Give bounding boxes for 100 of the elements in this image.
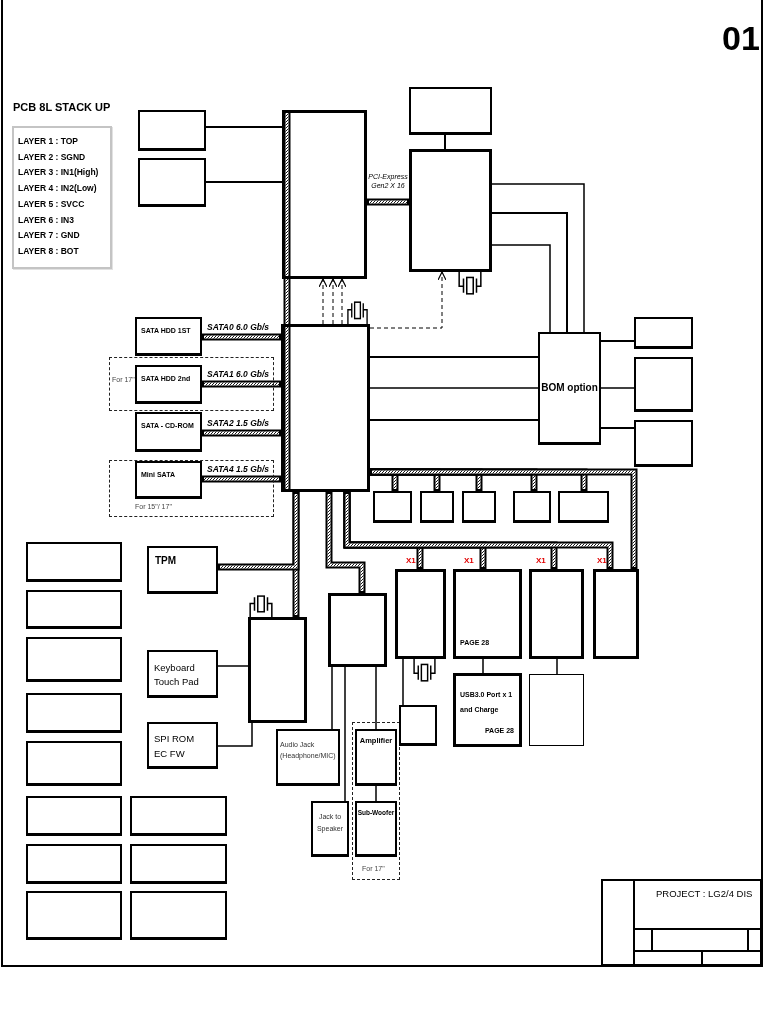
component-block bbox=[276, 729, 340, 786]
connector-line bbox=[491, 212, 568, 333]
component-block bbox=[355, 801, 397, 857]
chip-block bbox=[282, 110, 367, 279]
dashed-arrow bbox=[337, 278, 347, 325]
connector-line bbox=[444, 134, 446, 150]
component-block bbox=[355, 729, 397, 786]
connector-line bbox=[600, 387, 635, 389]
edge-label: SATA0 6.0 Gb/s bbox=[207, 322, 270, 333]
page-number: 01 bbox=[722, 18, 760, 58]
project-label: PROJECT : LG2/4 DIS bbox=[656, 888, 753, 900]
layer-label: LAYER 2 : SGND bbox=[18, 150, 87, 164]
component-block bbox=[135, 461, 202, 499]
empty-block bbox=[130, 891, 227, 940]
empty-block bbox=[558, 491, 609, 523]
dashed-arrow bbox=[369, 271, 447, 329]
connector-line bbox=[375, 666, 377, 730]
chip-block bbox=[409, 149, 492, 272]
connector-line bbox=[491, 244, 551, 333]
stackup-panel bbox=[12, 100, 112, 270]
chip-block bbox=[593, 569, 639, 659]
edge-label: SATA4 1.5 Gb/s bbox=[207, 464, 270, 475]
chip-block bbox=[529, 569, 584, 659]
chip-block bbox=[453, 673, 522, 747]
connector-line bbox=[369, 419, 539, 421]
empty-block bbox=[26, 796, 122, 836]
component-block bbox=[311, 801, 349, 857]
connector-line bbox=[600, 427, 635, 429]
empty-block bbox=[513, 491, 551, 523]
component-block bbox=[538, 332, 601, 445]
block-label: BOM option bbox=[540, 382, 599, 394]
quantity-label: X1 bbox=[406, 556, 416, 566]
dashed-arrow bbox=[328, 278, 338, 325]
empty-block bbox=[130, 796, 227, 836]
empty-block bbox=[26, 844, 122, 884]
layer-label: LAYER 5 : SVCC bbox=[18, 197, 86, 211]
connector-line bbox=[344, 666, 346, 802]
component-block bbox=[135, 412, 202, 452]
connector-line bbox=[402, 658, 404, 706]
dashed-arrow bbox=[318, 278, 328, 325]
connector-line bbox=[205, 126, 283, 128]
edge-label: SATA2 1.5 Gb/s bbox=[207, 418, 270, 429]
layer-label: LAYER 3 : IN1(High) bbox=[18, 166, 100, 180]
bus-line bbox=[283, 110, 291, 492]
connector-line bbox=[217, 665, 249, 667]
component-block bbox=[147, 650, 218, 698]
empty-block bbox=[462, 491, 496, 523]
empty-block bbox=[373, 491, 412, 523]
empty-block bbox=[26, 741, 122, 786]
layer-label: LAYER 8 : BOT bbox=[18, 244, 80, 258]
chip-block bbox=[328, 593, 387, 667]
connector-line bbox=[369, 387, 539, 389]
layer-label: LAYER 1 : TOP bbox=[18, 135, 79, 148]
empty-block bbox=[420, 491, 454, 523]
chip-block bbox=[453, 569, 522, 659]
edge-label: SATA1 6.0 Gb/s bbox=[207, 369, 270, 380]
chip-block bbox=[248, 617, 307, 723]
connector-line bbox=[491, 183, 585, 333]
empty-block bbox=[409, 87, 492, 135]
layer-label: LAYER 6 : IN3 bbox=[18, 213, 75, 227]
dashed-outline bbox=[109, 357, 274, 411]
chip-block bbox=[281, 324, 370, 492]
empty-block bbox=[529, 674, 584, 746]
empty-block bbox=[634, 317, 693, 349]
layer-label: LAYER 4 : IN2(Low) bbox=[18, 182, 98, 196]
empty-block bbox=[138, 158, 206, 207]
component-block bbox=[147, 546, 218, 594]
connector-line bbox=[205, 181, 283, 183]
empty-block bbox=[130, 844, 227, 884]
component-block bbox=[147, 722, 218, 769]
quantity-label: X1 bbox=[597, 556, 607, 566]
dashed-outline bbox=[352, 722, 400, 880]
connector-line bbox=[375, 785, 377, 802]
empty-block bbox=[634, 420, 693, 467]
connector-line bbox=[217, 722, 253, 747]
empty-block bbox=[26, 590, 122, 629]
component-block bbox=[135, 365, 202, 404]
connector-line bbox=[600, 340, 635, 342]
empty-block bbox=[634, 357, 693, 412]
block-label: Keyboard Touch Pad bbox=[154, 661, 200, 689]
empty-block bbox=[26, 693, 122, 733]
layer-label: LAYER 7 : GND bbox=[18, 229, 81, 243]
component-block bbox=[135, 317, 202, 356]
empty-block bbox=[26, 637, 122, 682]
quantity-label: X1 bbox=[536, 556, 546, 566]
empty-block bbox=[399, 705, 437, 746]
connector-line bbox=[369, 356, 539, 358]
quantity-label: X1 bbox=[464, 556, 474, 566]
block-label: TPM bbox=[155, 555, 177, 567]
chip-block bbox=[395, 569, 446, 659]
empty-block bbox=[26, 542, 122, 582]
block-label: SPI ROM EC FW bbox=[154, 732, 196, 761]
connector-line bbox=[556, 658, 558, 675]
dashed-outline bbox=[109, 460, 274, 517]
stackup-heading: PCB 8L STACK UP bbox=[13, 100, 111, 114]
empty-block bbox=[138, 110, 206, 151]
connector-line bbox=[482, 658, 484, 674]
empty-block bbox=[26, 891, 122, 940]
title-block bbox=[601, 879, 762, 966]
connector-line bbox=[331, 666, 333, 730]
